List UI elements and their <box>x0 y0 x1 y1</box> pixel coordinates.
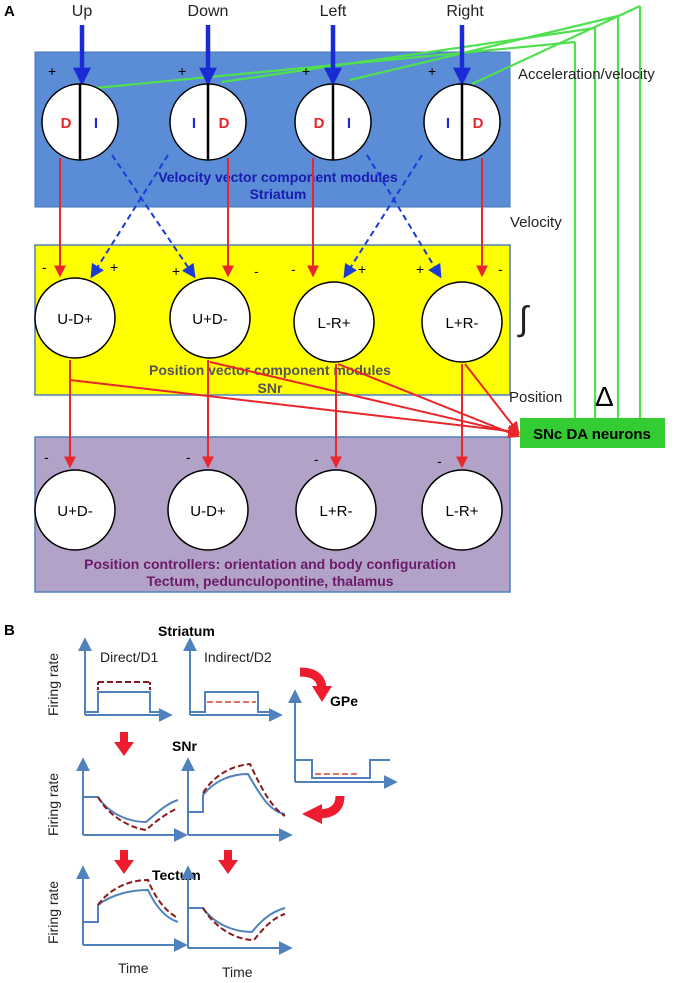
label-snr-b: SNr <box>172 738 197 754</box>
snr-right-sign-2: - <box>254 263 259 279</box>
striatum-module-3: D I <box>294 83 372 161</box>
controller-module-2-label: U-D+ <box>190 503 226 520</box>
dashed-cross-arrows <box>90 154 442 279</box>
red-down-arrow-tectum-1 <box>114 850 134 874</box>
snr-title: Position vector component modules <box>149 362 391 378</box>
direction-label-right: Right <box>446 3 484 20</box>
snr-module-2-label: U+D- <box>192 311 227 328</box>
label-striatum-b: Striatum <box>158 623 215 639</box>
controller-sign-4: - <box>437 453 442 469</box>
striatum-module-1: D I <box>41 83 119 161</box>
snr-module-3: L-R+ <box>293 281 375 363</box>
label-tectum: Tectum <box>152 867 201 883</box>
label-position: Position <box>509 389 562 406</box>
module-1-right: I <box>94 115 98 132</box>
red-arrows-to-snc <box>69 361 521 439</box>
snc-label: SNc DA neurons <box>533 426 651 443</box>
red-arrows-snr-controllers <box>64 360 468 469</box>
controller-module-4-label: L-R+ <box>446 503 479 520</box>
striatum-subtitle: Striatum <box>250 186 307 202</box>
label-time-1: Time <box>118 960 149 976</box>
red-arrows-striatum-snr <box>54 158 488 278</box>
snr-left-sign-2: + <box>172 263 180 279</box>
controller-module-3: L+R- <box>295 469 377 551</box>
panel-b-letter: B <box>4 622 15 639</box>
snr-module-4: L+R- <box>421 281 503 363</box>
snr-right-sign-1: + <box>110 259 118 275</box>
plot-gpe <box>288 689 398 789</box>
snr-left-sign-3: - <box>291 261 296 277</box>
module-3-right: I <box>347 115 351 132</box>
label-time-2: Time <box>222 964 253 980</box>
controller-module-3-label: L+R- <box>320 503 353 520</box>
module-4-left: I <box>446 115 450 132</box>
controller-sign-1: - <box>44 449 49 465</box>
striatum-module-4: I D <box>423 83 501 161</box>
controller-module-1-label: U+D- <box>57 503 92 520</box>
label-gpe: GPe <box>330 693 358 709</box>
label-integral: ∫ <box>517 300 530 338</box>
label-direct-d1: Direct/D1 <box>100 649 159 665</box>
plot-snr-1 <box>76 757 188 842</box>
label-firing-rate-2: Firing rate <box>45 773 61 836</box>
snr-right-sign-4: - <box>498 261 503 277</box>
controller-title: Position controllers: orientation and bo… <box>84 556 456 572</box>
red-flow-arrow-gpe-out-head <box>302 804 322 824</box>
label-firing-rate-1: Firing rate <box>45 653 61 716</box>
snr-left-sign-4: + <box>416 261 424 277</box>
plot-tectum-2 <box>181 865 293 955</box>
label-acceleration-velocity: Acceleration/velocity <box>518 66 655 83</box>
snr-module-1: U-D+ <box>34 277 116 359</box>
snr-module-3-label: L-R+ <box>318 315 351 332</box>
snc-box <box>520 418 665 448</box>
snr-module-1-label: U-D+ <box>57 311 93 328</box>
panel-a-letter: A <box>4 3 15 20</box>
striatum-title: Velocity vector component modules <box>158 169 398 185</box>
label-delta: Δ <box>595 381 614 412</box>
direction-label-up: Up <box>72 3 93 20</box>
striatum-sign-3: + <box>302 63 310 79</box>
snr-left-sign-1: - <box>42 259 47 275</box>
plot-tectum-1 <box>76 865 188 952</box>
module-3-left: D <box>314 115 325 132</box>
snr-subtitle: SNr <box>258 380 283 396</box>
red-down-arrow-snr-1 <box>114 732 134 756</box>
striatum-module-2: I D <box>169 83 247 161</box>
controller-subtitle: Tectum, pedunculopontine, thalamus <box>146 573 393 589</box>
controller-module-1: U+D- <box>34 469 116 551</box>
striatum-sign-4: + <box>428 63 436 79</box>
controller-sign-2: - <box>186 449 191 465</box>
label-firing-rate-3: Firing rate <box>45 881 61 944</box>
direction-label-down: Down <box>188 3 229 20</box>
label-velocity: Velocity <box>510 214 562 231</box>
direction-label-left: Left <box>320 3 347 20</box>
input-arrows <box>73 25 471 86</box>
snr-module-2: U+D- <box>169 277 251 359</box>
striatum-sign-2: + <box>178 63 186 79</box>
module-4-right: D <box>473 115 484 132</box>
red-down-arrow-tectum-2 <box>218 850 238 874</box>
controller-module-4: L-R+ <box>421 469 503 551</box>
module-1-left: D <box>61 115 72 132</box>
controller-sign-3: - <box>314 451 319 467</box>
striatum-sign-1: + <box>48 63 56 79</box>
label-indirect-d2: Indirect/D2 <box>204 649 272 665</box>
snr-right-sign-3: + <box>358 261 366 277</box>
module-2-right: D <box>219 115 230 132</box>
snr-module-4-label: L+R- <box>446 315 479 332</box>
controller-module-2: U-D+ <box>167 469 249 551</box>
plot-striatum-direct <box>78 637 173 722</box>
plot-snr-2 <box>181 757 293 842</box>
red-flow-arrow-gpe-in-head <box>312 686 332 702</box>
module-2-left: I <box>192 115 196 132</box>
plot-striatum-indirect <box>183 637 283 722</box>
